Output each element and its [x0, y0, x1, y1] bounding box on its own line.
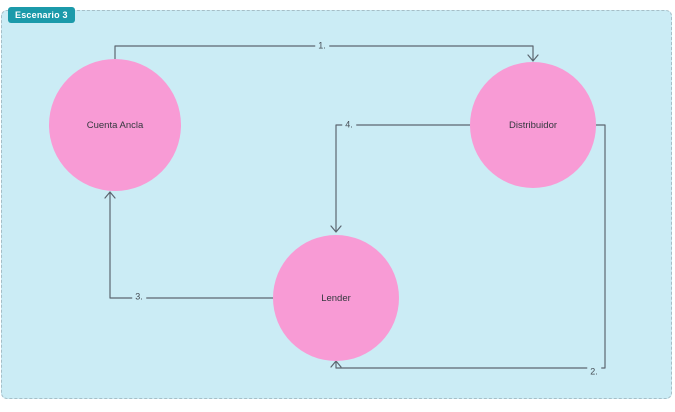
edge-4-label: 4.	[342, 119, 356, 131]
edge-4-arrow[interactable]	[330, 124, 471, 233]
scenario-badge[interactable]: Escenario 3	[8, 7, 75, 23]
edge-2-arrow[interactable]	[330, 124, 606, 369]
node-cuenta-ancla[interactable]: Cuenta Ancla	[49, 59, 181, 191]
node-cuenta-ancla-label: Cuenta Ancla	[86, 119, 144, 131]
edge-3-arrow[interactable]	[104, 191, 274, 299]
node-distribuidor[interactable]: Distribuidor	[470, 62, 596, 188]
node-distribuidor-label: Distribuidor	[508, 119, 558, 131]
node-lender-label: Lender	[321, 292, 351, 304]
edge-2-label: 2.	[587, 366, 601, 378]
edge-3-label: 3.	[132, 291, 146, 303]
node-lender[interactable]: Lender	[273, 235, 399, 361]
edge-1-label: 1.	[315, 40, 329, 52]
